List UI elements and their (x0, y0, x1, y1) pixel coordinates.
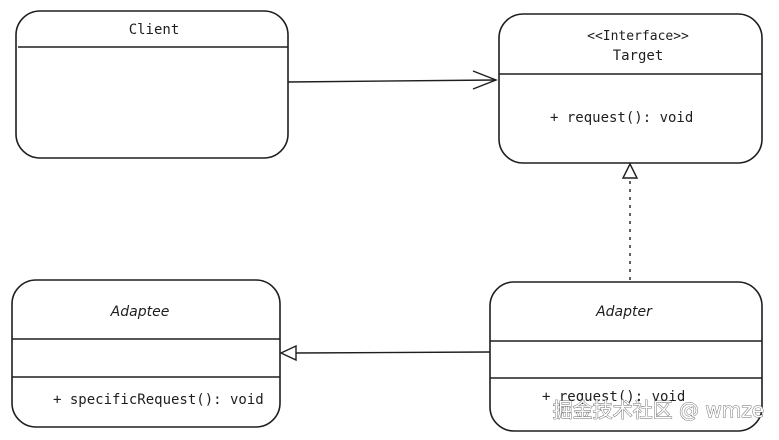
class-adapter-box (489, 281, 763, 432)
class-adaptee-name: Adaptee (110, 304, 170, 320)
realization-adapter-target[interactable] (621, 162, 639, 280)
class-target-stereotype: <<Interface>> (587, 29, 689, 44)
class-adapter-name: Adapter (595, 304, 653, 320)
class-adaptee-box (11, 279, 281, 428)
class-client[interactable]: Client (15, 10, 289, 159)
association-line (287, 79, 497, 83)
hollow-triangle-icon (621, 162, 639, 179)
class-target-name: Target (613, 48, 664, 64)
watermark-text: 掘金技术社区 @ wmze (553, 398, 764, 422)
class-adapter-method: + request(): void (542, 389, 685, 405)
open-arrowhead-icon (472, 70, 498, 90)
relation-line (295, 351, 491, 354)
class-target-method: + request(): void (550, 110, 693, 126)
class-adaptee-method: + specificRequest(): void (53, 392, 264, 408)
class-client-box (15, 10, 289, 159)
class-client-name: Client (129, 22, 180, 38)
association-client-target[interactable] (287, 70, 498, 90)
class-adapter[interactable]: Adapter + request(): void (489, 281, 763, 432)
relation-adapter-adaptee[interactable] (279, 344, 491, 362)
class-target-box (498, 13, 763, 164)
class-target[interactable]: <<Interface>> Target + request(): void (498, 13, 763, 164)
class-adaptee[interactable]: Adaptee + specificRequest(): void (11, 279, 281, 428)
hollow-triangle-icon (279, 344, 297, 362)
